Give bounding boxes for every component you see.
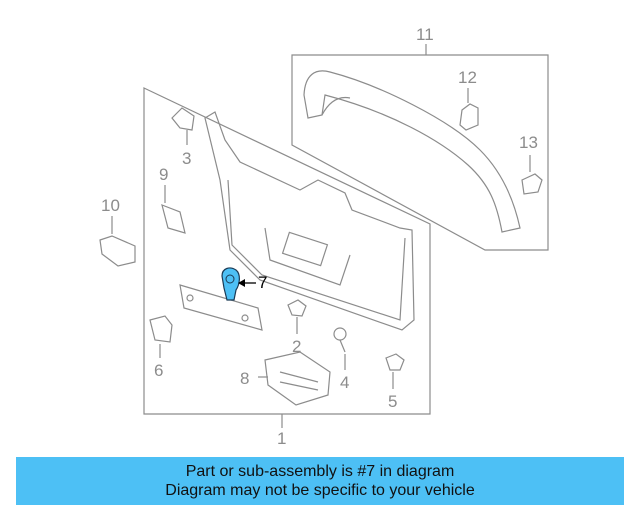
- upper-box-outline: [291, 54, 549, 251]
- banner-line-part-number: Part or sub-assembly is #7 in diagram: [185, 463, 455, 480]
- callout-6: 6: [154, 361, 164, 380]
- diagram-artwork: [99, 44, 549, 428]
- door-trim-panel: [204, 111, 415, 331]
- callout-2: 2: [292, 337, 302, 356]
- panel-box-outline: [143, 87, 431, 415]
- part-10-bracket: [99, 235, 136, 267]
- spoiler-part: [303, 70, 521, 233]
- callout-11: 11: [416, 25, 434, 44]
- callout-1: 1: [277, 429, 287, 448]
- part-6-bracket: [149, 315, 173, 343]
- callout-9: 9: [159, 165, 169, 184]
- callout-8: 8: [240, 369, 250, 388]
- info-banner: Part or sub-assembly is #7 in diagram Di…: [16, 457, 624, 505]
- part-13-clip: [521, 173, 543, 195]
- part-9-pad: [161, 204, 186, 234]
- part-7-highlighted: [221, 267, 240, 301]
- part-5-nut: [385, 353, 405, 371]
- handle-plate: [179, 284, 263, 331]
- callout-3: 3: [182, 149, 192, 168]
- callout-7: 7: [258, 273, 268, 292]
- parts-diagram: 1 2 3 4 5 6 7 8 9 10 11 12 13: [99, 25, 549, 448]
- part-2-clip: [287, 299, 307, 317]
- part-8-latch: [264, 351, 331, 406]
- banner-line-disclaimer: Diagram may not be specific to your vehi…: [165, 482, 475, 499]
- callout-4: 4: [340, 373, 350, 392]
- callout-12: 12: [458, 68, 477, 87]
- part-12-clip: [459, 103, 479, 131]
- part-3-bracket: [171, 107, 195, 131]
- callout-13: 13: [519, 133, 538, 152]
- part-4-screw: [333, 327, 347, 341]
- callout-10: 10: [101, 196, 120, 215]
- callout-5: 5: [388, 392, 398, 411]
